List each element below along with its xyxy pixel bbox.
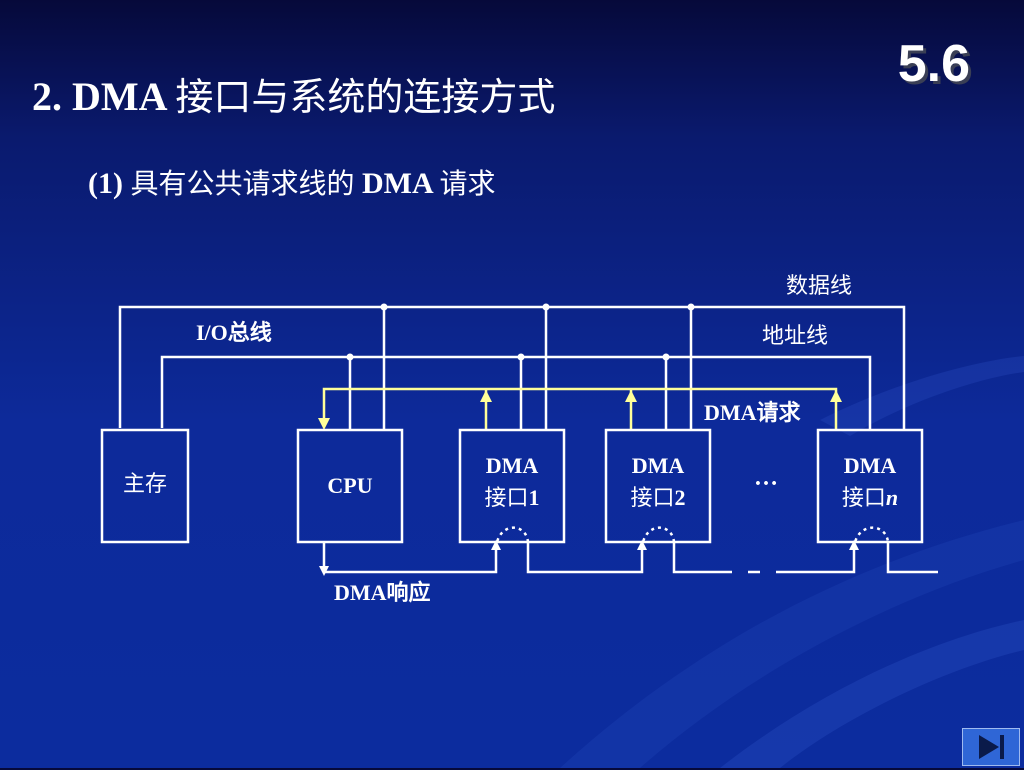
dma2-label: DMA 接口2 bbox=[630, 453, 686, 511]
section-number: 5.6 bbox=[897, 35, 970, 93]
data-bus-line bbox=[118, 305, 906, 430]
dman-box bbox=[816, 428, 924, 544]
address-bus-label: 地址线 bbox=[762, 324, 829, 349]
subtitle-prefix: (1) bbox=[88, 167, 131, 200]
main-memory-box bbox=[100, 428, 190, 544]
dma-response-line bbox=[322, 542, 498, 574]
title-text: 接口与系统的连接方式 bbox=[175, 75, 556, 119]
subtitle-text-cn2: 请求 bbox=[439, 167, 496, 200]
address-bus-line bbox=[160, 355, 872, 430]
next-slide-button[interactable] bbox=[962, 728, 1020, 766]
main-memory-label: 主存 bbox=[122, 472, 167, 497]
data-bus-label: 数据线 bbox=[786, 274, 853, 299]
dman-label: DMA 接口n bbox=[841, 453, 899, 511]
dma1-label: DMA 接口1 bbox=[484, 453, 540, 511]
title-prefix: 2. DMA bbox=[32, 74, 176, 119]
dma2-box bbox=[604, 428, 712, 544]
slide-title: 2. DMA 接口与系统的连接方式 bbox=[32, 66, 555, 121]
cpu-label: CPU bbox=[327, 473, 373, 498]
subtitle-text-en: DMA bbox=[354, 167, 440, 200]
subtitle-text-cn: 具有公共请求线的 bbox=[130, 167, 355, 200]
slide-subtitle: (1) 具有公共请求线的 DMA 请求 bbox=[88, 162, 496, 202]
ellipsis-label: … bbox=[754, 465, 778, 491]
dma-request-label: DMA请求 bbox=[704, 400, 801, 425]
dma1-box bbox=[458, 428, 566, 544]
next-slide-icon bbox=[979, 735, 1004, 759]
io-bus-label: I/O总线 bbox=[196, 320, 272, 345]
cpu-box bbox=[296, 428, 404, 544]
dma-response-label: DMA响应 bbox=[334, 580, 431, 605]
